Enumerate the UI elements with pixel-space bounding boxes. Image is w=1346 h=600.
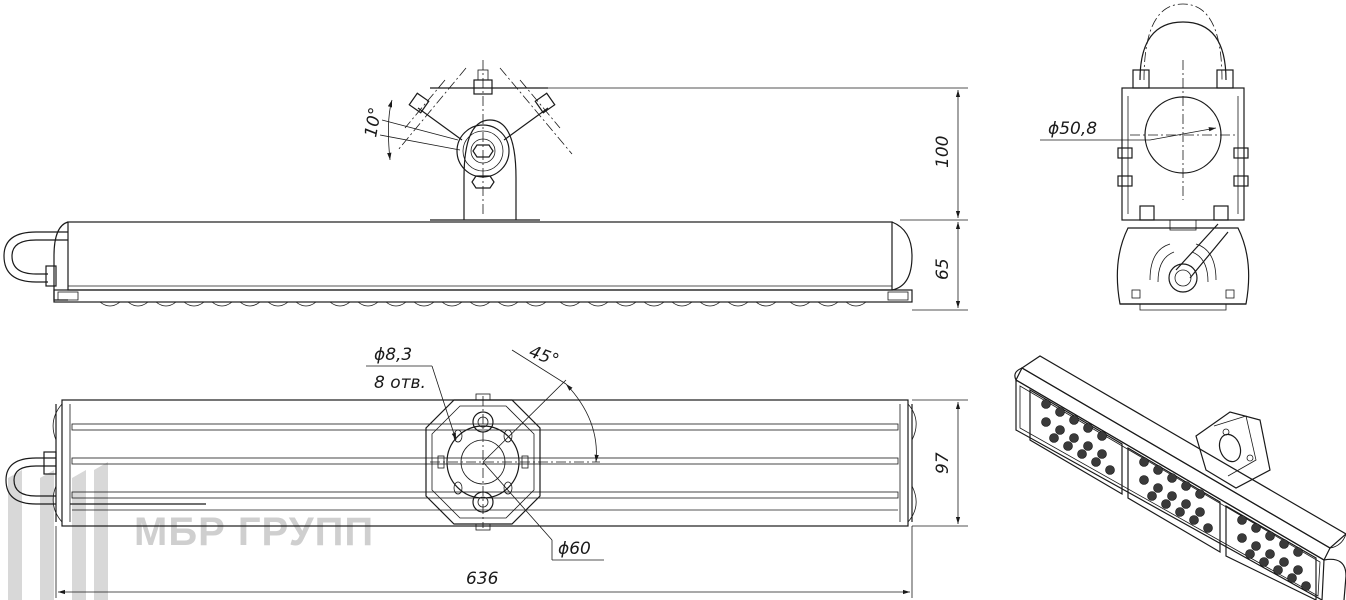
angle-plan-label: 45° (526, 342, 561, 371)
mount-diameter-label: ϕ60 (558, 539, 591, 559)
angle-side-label: 10° (361, 106, 386, 139)
watermark-logo: МБР ГРУПП (8, 462, 374, 600)
watermark-text: МБР ГРУПП (134, 510, 374, 554)
side-view: 10° 100 65 (3, 60, 968, 311)
isometric-view (1014, 355, 1346, 600)
hole-count-label: 8 отв. (374, 373, 426, 393)
end-view: ϕ50,8 (1040, 3, 1250, 311)
angle-45-dimension: 45° (511, 342, 599, 463)
mount-diameter-dimension: ϕ60 (551, 539, 604, 561)
led-panels (1029, 388, 1317, 600)
height-top-label: 100 (933, 136, 953, 168)
height-body-label: 65 (933, 258, 953, 280)
width-plan-label: 97 (933, 452, 953, 474)
width-dimension: 97 (912, 399, 968, 527)
length-total-label: 636 (466, 569, 499, 589)
length-dimension: 636 (55, 526, 913, 598)
plan-view: ϕ8,3 8 отв. 45° ϕ60 97 636 (5, 342, 968, 598)
pipe-diameter-dimension: ϕ50,8 (1040, 119, 1217, 141)
watermark-bars-icon (8, 462, 108, 600)
pipe-diameter-label: ϕ50,8 (1048, 119, 1097, 139)
hole-diameter-label: ϕ8,3 (374, 345, 412, 365)
hole-dimension: ϕ8,3 8 отв. (366, 345, 457, 441)
angle-10-dimension: 10° (361, 99, 461, 161)
height-dimensions: 100 65 (548, 87, 968, 311)
